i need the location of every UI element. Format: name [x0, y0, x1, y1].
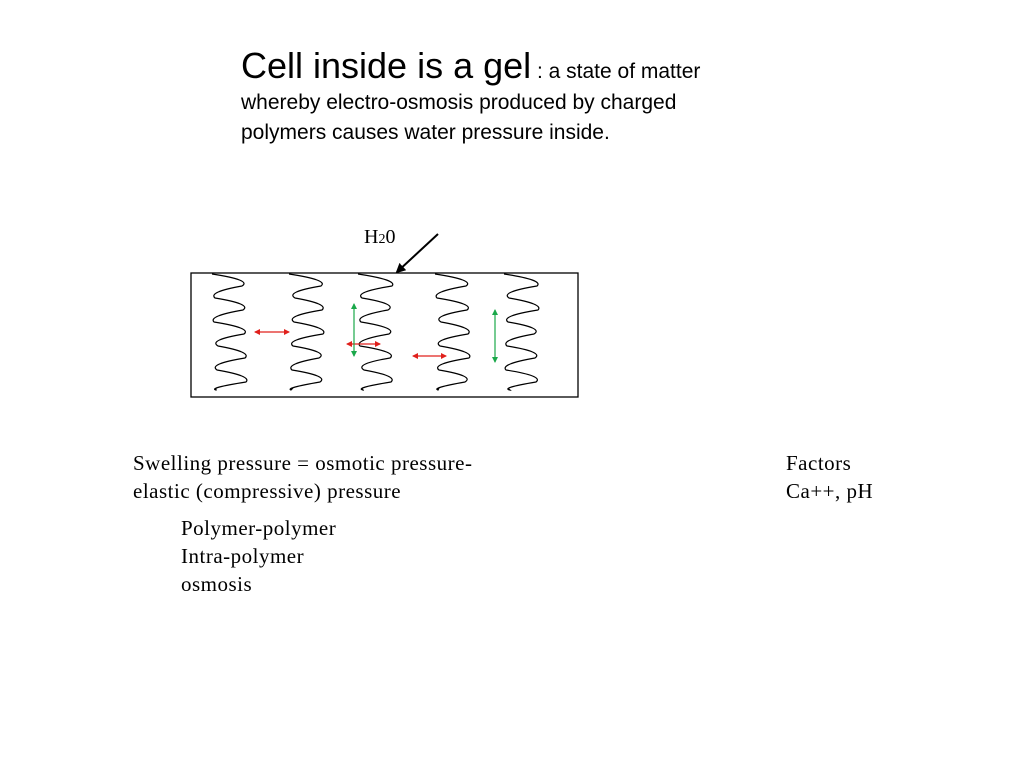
water-label-tail: 0 [385, 226, 396, 248]
water-label-h: H [364, 226, 379, 248]
swelling-pressure-equation: Swelling pressure = osmotic pressure- el… [133, 449, 472, 505]
title-block: Cell inside is a gel : a state of matter… [241, 44, 711, 148]
list-item: Polymer-polymer [181, 516, 337, 540]
list-item: Intra-polymer [181, 544, 305, 568]
polymer-chain [503, 273, 540, 391]
polymer-chains [211, 273, 540, 391]
water-inflow-arrow [395, 233, 439, 274]
pressure-components-list: Polymer-polymer Intra-polymer osmosis [181, 514, 336, 598]
list-item: osmosis [181, 572, 253, 596]
equation-line-2: elastic (compressive) pressure [133, 479, 402, 503]
title-main: Cell inside is a gel [241, 45, 532, 86]
gel-container-box [190, 272, 579, 398]
water-label-subscript: 2 [378, 232, 386, 247]
polymer-chain [434, 273, 471, 391]
factors-items: Ca++, pH [786, 479, 874, 503]
factors-heading: Factors [786, 451, 852, 475]
title-description: : a state of matter whereby electro-osmo… [241, 60, 701, 144]
water-label: H20 [364, 226, 395, 249]
polymer-chain [211, 273, 248, 391]
equation-line-1: Swelling pressure = osmotic pressure- [133, 451, 473, 475]
factors-block: Factors Ca++, pH [786, 449, 873, 505]
polymer-chain [288, 273, 325, 391]
polymer-chain [357, 273, 394, 391]
